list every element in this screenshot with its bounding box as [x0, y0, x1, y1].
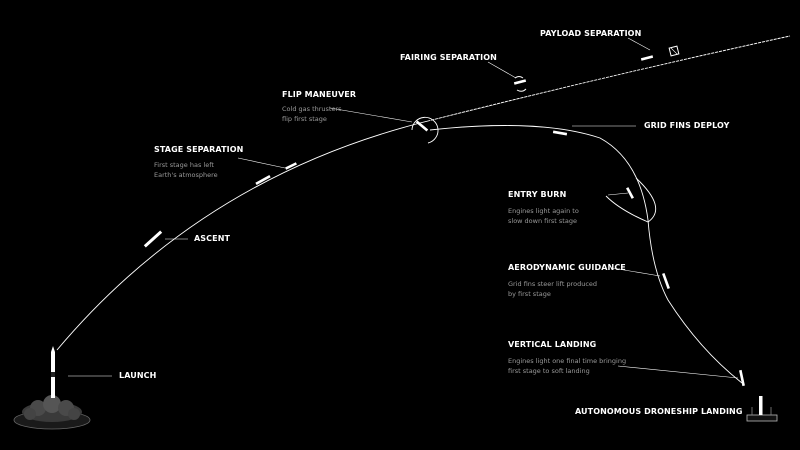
- vertical-landing-line: first stage to soft landing: [508, 367, 590, 375]
- entry-burn-description: Engines light again to slow down first s…: [508, 206, 579, 226]
- fairing-separation-label: FAIRING SEPARATION: [400, 53, 497, 62]
- droneship-icon: [746, 396, 778, 422]
- ascent-label: ASCENT: [194, 234, 231, 243]
- return-trajectory-path: [429, 125, 743, 384]
- vertical-landing-line: Engines light one final time bringing: [508, 357, 627, 365]
- payload-separation-icon: [640, 45, 680, 61]
- launch-rocket-icon: [51, 346, 55, 398]
- vertical-landing-label: VERTICAL LANDING: [508, 340, 597, 349]
- flip-maneuver-line: flip first stage: [282, 115, 327, 123]
- entry-burn-line: Engines light again to: [508, 207, 579, 215]
- flip-maneuver-description: Cold gas thrusters flip first stage: [282, 104, 342, 124]
- vertical-landing-description: Engines light one final time bringing fi…: [508, 356, 626, 376]
- fairing-separation-icon: [513, 76, 527, 92]
- entry-burn-icon: [605, 177, 657, 223]
- stage-separation-line: First stage has left: [154, 161, 214, 169]
- leader-lines: [68, 37, 739, 379]
- flip-maneuver-icon: [411, 116, 439, 144]
- stage-separation-description: First stage has left Earth's atmosphere: [154, 160, 218, 180]
- aerodynamic-guidance-line: Grid fins steer lift produced: [508, 280, 598, 288]
- ascent-rocket-icon: [143, 230, 163, 248]
- launch-label: LAUNCH: [119, 371, 157, 380]
- aerodynamic-rocket-icon: [662, 273, 670, 289]
- grid-fins-deploy-label: GRID FINS DEPLOY: [644, 121, 730, 130]
- droneship-landing-label: AUTONOMOUS DRONESHIP LANDING: [575, 407, 743, 416]
- upper-stage-dotted-path: [429, 35, 791, 121]
- vertical-landing-rocket-icon: [739, 369, 745, 387]
- entry-burn-line: slow down first stage: [508, 217, 577, 225]
- flip-maneuver-line: Cold gas thrusters: [282, 105, 342, 113]
- stage-separation-upper-icon: [285, 162, 297, 170]
- stage-separation-line: Earth's atmosphere: [154, 171, 218, 179]
- payload-separation-label: PAYLOAD SEPARATION: [540, 29, 642, 38]
- stage-separation-label: STAGE SEPARATION: [154, 145, 244, 154]
- stage-separation-rocket-icon: [255, 174, 271, 186]
- grid-fins-rocket-icon: [552, 130, 568, 136]
- flip-maneuver-label: FLIP MANEUVER: [282, 90, 357, 99]
- aerodynamic-guidance-line: by first stage: [508, 290, 551, 298]
- entry-burn-label: ENTRY BURN: [508, 190, 567, 199]
- aerodynamic-guidance-description: Grid fins steer lift produced by first s…: [508, 279, 597, 299]
- aerodynamic-guidance-label: AERODYNAMIC GUIDANCE: [508, 263, 626, 272]
- launch-smoke-icon: [13, 395, 91, 430]
- ascent-trajectory-path: [56, 35, 791, 351]
